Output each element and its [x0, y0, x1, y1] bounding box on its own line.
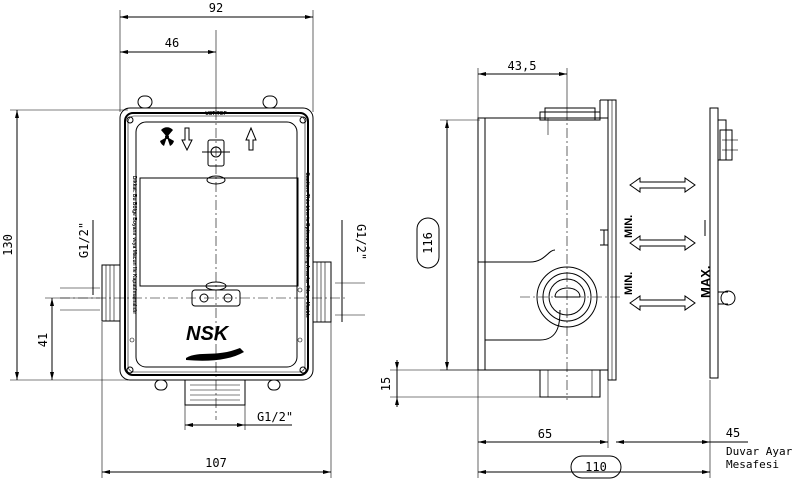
dim-15: 15: [379, 360, 540, 407]
hazard-icon: [160, 127, 174, 146]
top-label: UST-TOP: [205, 111, 227, 117]
note-line-2: Mesafesi: [726, 458, 779, 471]
dim-107-text: 107: [205, 456, 227, 470]
adjust-arrow-2-icon: [629, 235, 696, 251]
dim-45-text: 45: [726, 426, 740, 440]
front-body: UST-TOP Dikkat: Bu Bölge Boyanır veya Ma…: [60, 95, 345, 420]
brand-logo: NSK: [186, 323, 230, 345]
dim-130: 130: [1, 109, 128, 381]
thread-bottom-text: G1/2": [257, 410, 293, 424]
adjust-arrow-3-icon: [629, 295, 696, 311]
dim-116-text: 116: [421, 232, 435, 254]
dim-45: 45 Duvar Ayar Mesafesi: [616, 380, 793, 478]
thread-bottom: G1/2": [184, 405, 293, 430]
dim-130-text: 130: [1, 234, 15, 256]
up-arrow-left-icon: [181, 127, 193, 152]
dim-41: 41: [36, 297, 100, 380]
min-label-1: MIN.: [623, 215, 635, 238]
dim-110-text: 110: [585, 460, 607, 474]
max-label: MAX.: [698, 266, 713, 299]
thread-left-text: G1/2": [77, 222, 91, 258]
dim-116: 116: [416, 119, 480, 371]
dim-65-text: 65: [538, 427, 552, 441]
side-view: 43,5 116 15: [379, 59, 793, 479]
thread-left: G1/2": [60, 220, 100, 311]
thread-right-text: G1/2": [354, 224, 368, 260]
adjust-arrow-1-icon: [629, 177, 696, 193]
dim-41-text: 41: [36, 333, 50, 347]
dim-46: 46: [120, 30, 217, 115]
front-view: 92 46 130 41: [1, 1, 368, 478]
dim-110: 110: [478, 455, 710, 479]
dim-65: 65: [477, 370, 609, 478]
dim-92-text: 92: [209, 1, 223, 15]
side-text-left: Dikkat: Bu Bölge Boyanır veya Macun ile …: [131, 176, 137, 314]
thread-right: G1/2": [335, 220, 368, 322]
side-text-right: Caution: This Line is Optimum Cutting Ar…: [304, 172, 310, 318]
side-body: [477, 99, 738, 400]
dim-43-5: 43,5: [477, 59, 568, 118]
dim-15-text: 15: [379, 377, 393, 391]
note-line-1: Duvar Ayar: [726, 445, 793, 458]
dim-46-text: 46: [165, 36, 179, 50]
min-label-2: MIN.: [623, 272, 635, 295]
dim-107: 107: [101, 322, 332, 478]
dim-92: 92: [119, 1, 314, 112]
up-arrow-right-icon: [245, 126, 257, 151]
dim-43-5-text: 43,5: [508, 59, 537, 73]
brand-swoosh-icon: [186, 348, 244, 361]
